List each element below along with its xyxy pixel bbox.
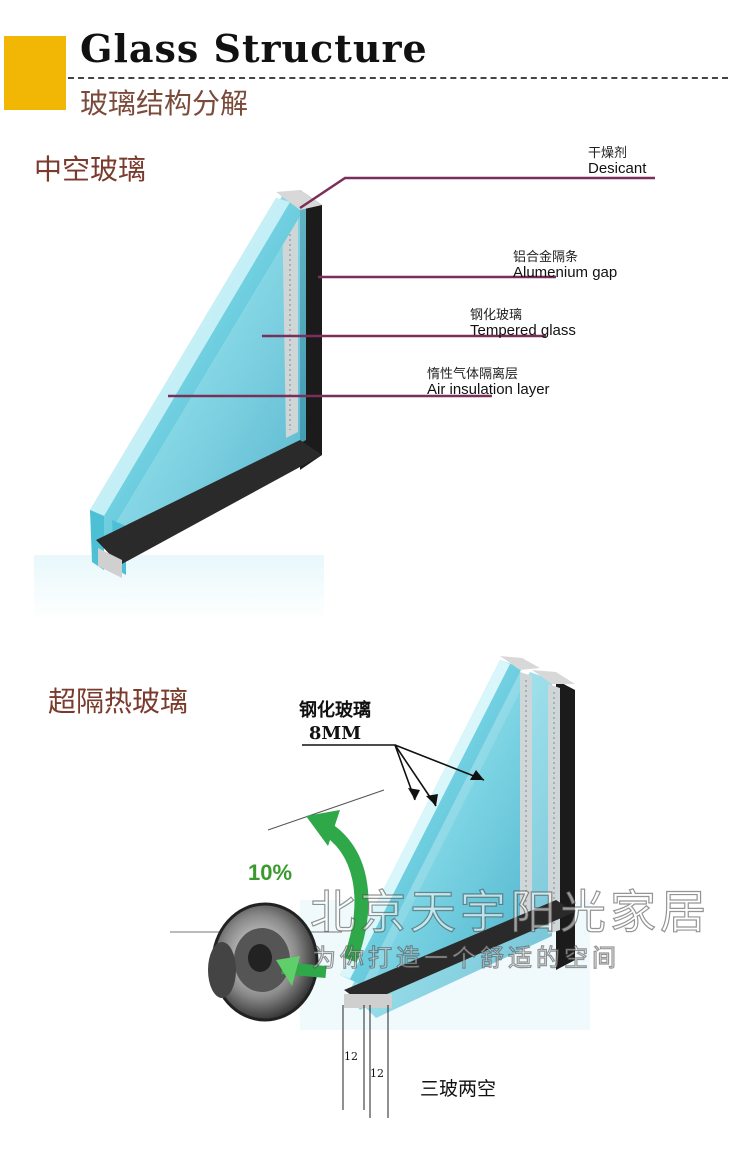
- label-tempered-en: Tempered glass: [470, 322, 576, 339]
- label-desicant-en: Desicant: [588, 160, 647, 177]
- gap-dimension-2: 12: [370, 1067, 384, 1080]
- header-divider: [68, 77, 728, 79]
- hollow-glass-illustration: [34, 176, 655, 621]
- noise-percent: 10%: [248, 860, 293, 885]
- page-subtitle: 玻璃结构分解: [80, 87, 249, 120]
- curved-arrow-icon: [276, 810, 369, 986]
- label-air-cn: 惰性气体隔离层: [427, 367, 519, 382]
- watermark-line1: 北京天宇阳光家居: [309, 884, 710, 939]
- triple-glass-label: 三玻两空: [420, 1078, 497, 1100]
- label-gap-en: Alumenium gap: [513, 264, 618, 281]
- label-desicant-cn: 干燥剂: [588, 146, 628, 161]
- section1-title: 中空玻璃: [34, 153, 147, 186]
- label-gap-cn: 铝合金隔条: [513, 250, 579, 265]
- callout-tempered-cn: 钢化玻璃: [299, 700, 371, 721]
- header-accent-block: [4, 36, 66, 110]
- gap-dimension-1: 12: [344, 1050, 358, 1063]
- watermark-line2: 为你打造一个舒适的空间: [311, 943, 620, 972]
- label-air-en: Air insulation layer: [427, 381, 550, 398]
- section2-title: 超隔热玻璃: [48, 685, 189, 718]
- speaker-icon: [208, 902, 319, 1022]
- page-title: Glass Structure: [80, 26, 428, 71]
- callout-thickness: 8MM: [308, 723, 362, 744]
- label-tempered-cn: 钢化玻璃: [470, 308, 523, 323]
- triple-glass-illustration: [170, 656, 590, 1118]
